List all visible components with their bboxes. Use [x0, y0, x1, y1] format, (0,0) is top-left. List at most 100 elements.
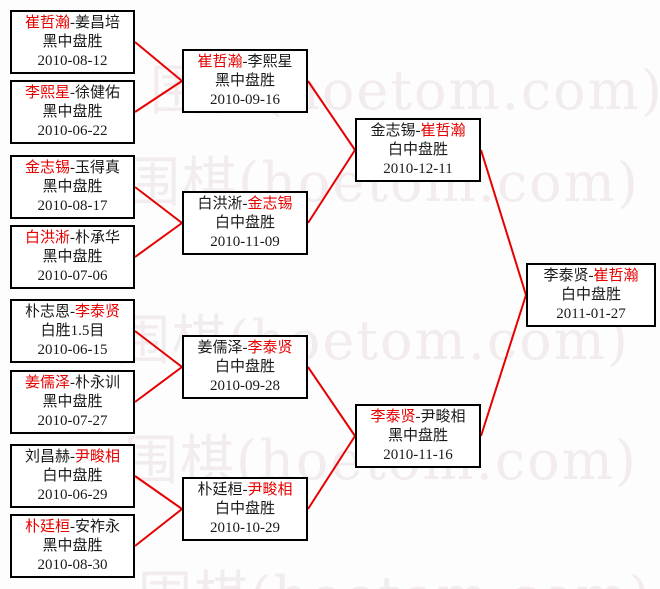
player-separator: -: [70, 448, 75, 465]
player-separator: -: [70, 303, 75, 320]
match-players: 白洪淅-朴承华: [25, 229, 120, 248]
player-name: 尹畯相: [247, 481, 293, 498]
player-name: 朴廷桓: [197, 481, 243, 498]
match-date: 2010-11-09: [210, 233, 280, 250]
match-result: 白胜1.5目: [40, 322, 105, 339]
player-name: 刘昌赫: [24, 448, 70, 465]
player-name: 崔哲瀚: [197, 53, 243, 70]
match-quarterfinals-1: 崔哲瀚-李熙星黑中盘胜 2010-09-16: [182, 49, 308, 113]
match-result: 白中盘胜: [214, 500, 275, 517]
connector-line: [134, 80, 183, 113]
connector-line: [134, 222, 183, 258]
match-players: 朴廷桓-安祚永: [25, 518, 120, 537]
player-separator: -: [242, 195, 248, 212]
match-result: 白中盘胜: [387, 141, 448, 158]
connector-line: [480, 294, 527, 437]
match-result: 白中盘胜: [214, 358, 275, 375]
player-name: 李熙星: [24, 84, 70, 101]
player-name: 崔哲瀚: [24, 14, 70, 31]
match-players: 李泰贤-尹畯相: [370, 408, 465, 427]
player-name: 崔哲瀚: [593, 267, 639, 284]
player-separator: -: [70, 374, 75, 391]
connector-line: [134, 330, 183, 368]
player-separator: -: [70, 229, 75, 246]
match-result: 白中盘胜: [42, 467, 103, 484]
player-name: 金志锡: [247, 195, 293, 212]
match-players: 姜儒泽-李泰贤: [197, 339, 292, 358]
player-name: 安祚永: [75, 518, 121, 535]
match-date: 2010-09-16: [210, 91, 280, 108]
player-separator: -: [242, 53, 248, 70]
match-date: 2010-10-29: [210, 519, 280, 536]
connector-line: [307, 435, 356, 510]
player-name: 金志锡: [24, 159, 70, 176]
player-name: 尹畯相: [420, 408, 466, 425]
connector-line: [134, 508, 183, 547]
player-name: 尹畯相: [75, 448, 121, 465]
match-players: 崔哲瀚-姜昌培: [25, 14, 120, 33]
player-name: 崔哲瀚: [420, 122, 466, 139]
match-date: 2010-08-17: [37, 197, 108, 214]
match-date: 2010-07-27: [37, 412, 108, 429]
match-result: 白中盘胜: [214, 214, 275, 231]
player-separator: -: [70, 518, 75, 535]
connector-line: [134, 41, 183, 82]
connector-line: [480, 149, 527, 296]
player-separator: -: [242, 481, 248, 498]
player-separator: -: [70, 159, 75, 176]
match-semifinals-2: 李泰贤-尹畯相黑中盘胜 2010-11-16: [355, 404, 481, 468]
match-result: 黑中盘胜: [387, 427, 448, 444]
match-result: 黑中盘胜: [42, 33, 103, 50]
connector-line: [134, 186, 183, 224]
player-name: 李泰贤: [247, 339, 293, 356]
match-players: 李泰贤-崔哲瀚: [543, 267, 638, 286]
match-result: 黑中盘胜: [42, 248, 103, 265]
match-date: 2010-06-29: [37, 486, 108, 503]
connector-line: [134, 475, 183, 510]
player-name: 朴志恩: [24, 303, 70, 320]
match-players: 朴志恩-李泰贤: [25, 303, 120, 322]
match-result: 白中盘胜: [560, 286, 621, 303]
match-players: 白洪淅-金志锡: [197, 195, 292, 214]
match-round-of-16-6: 姜儒泽-朴永训黑中盘胜 2010-07-27: [10, 370, 135, 434]
player-name: 朴承华: [75, 229, 121, 246]
player-name: 李泰贤: [370, 408, 416, 425]
match-result: 黑中盘胜: [42, 393, 103, 410]
match-date: 2011-01-27: [556, 305, 626, 322]
match-players: 刘昌赫-尹畯相: [25, 448, 120, 467]
player-name: 朴廷桓: [24, 518, 70, 535]
player-name: 姜儒泽: [24, 374, 70, 391]
player-name: 徐健佑: [75, 84, 121, 101]
player-name: 李泰贤: [543, 267, 589, 284]
match-result: 黑中盘胜: [214, 72, 275, 89]
player-name: 白洪淅: [24, 229, 70, 246]
player-separator: -: [70, 84, 75, 101]
player-separator: -: [415, 122, 421, 139]
player-separator: -: [242, 339, 248, 356]
player-name: 姜昌培: [75, 14, 121, 31]
connector-line: [307, 80, 356, 151]
match-players: 金志锡-崔哲瀚: [370, 122, 465, 141]
player-name: 金志锡: [370, 122, 416, 139]
match-result: 黑中盘胜: [42, 178, 103, 195]
match-round-of-16-3: 金志锡-玉得真黑中盘胜 2010-08-17: [10, 155, 135, 219]
match-players: 崔哲瀚-李熙星: [197, 53, 292, 72]
match-players: 朴廷桓-尹畯相: [197, 481, 292, 500]
player-name: 玉得真: [75, 159, 121, 176]
match-date: 2010-08-30: [37, 556, 108, 573]
match-players: 姜儒泽-朴永训: [25, 374, 120, 393]
match-date: 2010-11-16: [383, 446, 453, 463]
player-name: 白洪淅: [197, 195, 243, 212]
